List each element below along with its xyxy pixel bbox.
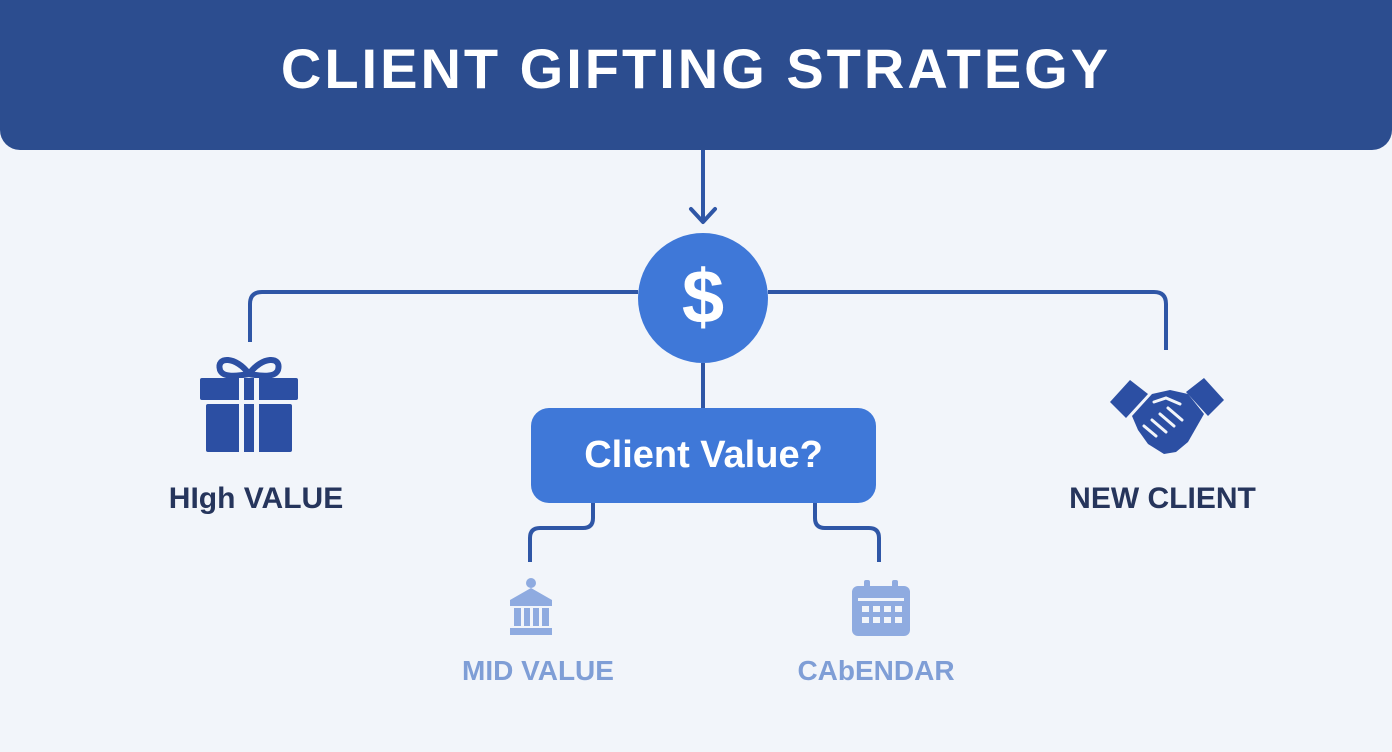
page-title: CLIENT GIFTING STRATEGY bbox=[280, 36, 1112, 100]
decision-to-calendar-line bbox=[813, 503, 881, 562]
hub-to-new-client-line bbox=[768, 290, 1168, 350]
gift-icon bbox=[200, 357, 298, 452]
decision-node: Client Value? bbox=[531, 408, 876, 503]
header-to-hub-arrowhead bbox=[689, 207, 717, 224]
new-client-label: NEW CLIENT bbox=[1069, 482, 1256, 515]
decision-to-mid-value-line bbox=[528, 503, 595, 562]
mid-value-label: MID VALUE bbox=[462, 655, 614, 686]
dollar-sign-icon: $ bbox=[682, 255, 724, 340]
calendar-label: CAbENDAR bbox=[797, 655, 955, 686]
decision-label: Client Value? bbox=[584, 434, 823, 476]
high-value-label: HIgh VALUE bbox=[168, 482, 344, 515]
bank-icon bbox=[510, 578, 552, 635]
hub-to-high-value-line bbox=[248, 290, 638, 342]
calendar-icon bbox=[852, 580, 910, 636]
dollar-symbol: $ bbox=[682, 255, 724, 340]
handshake-icon bbox=[1110, 378, 1224, 454]
hub-node: $ bbox=[638, 233, 768, 363]
header-bar: CLIENT GIFTING STRATEGY bbox=[0, 0, 1392, 150]
